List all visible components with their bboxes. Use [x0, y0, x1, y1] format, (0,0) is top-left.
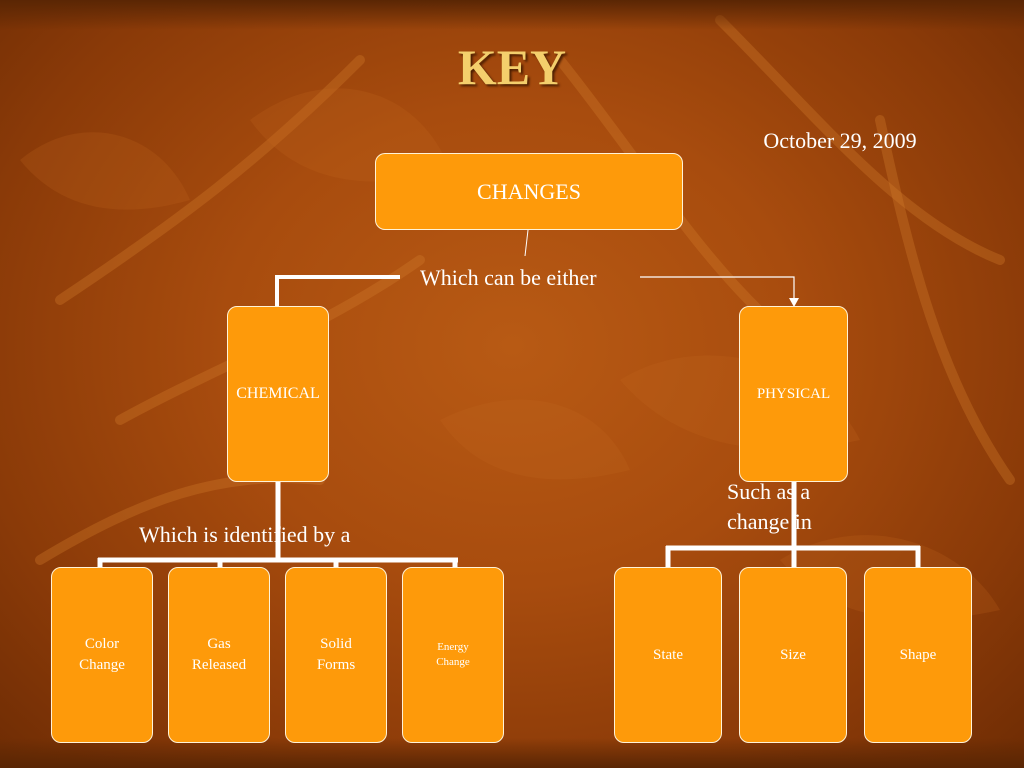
connector-label-chemical: Which is identified by a	[139, 522, 351, 547]
physical-item-label: Size	[780, 646, 806, 663]
physical-item-size: Size	[739, 567, 847, 743]
physical-node-label: PHYSICAL	[756, 385, 831, 402]
physical-item-label: Shape	[899, 646, 937, 663]
physical-item-state: State	[614, 567, 722, 743]
chemical-item-label: Gas Released	[191, 636, 247, 673]
chemical-item-label: Color Change	[79, 636, 125, 673]
slide-title: KEY	[457, 39, 567, 95]
root-node-label: CHANGES	[477, 178, 581, 204]
root-node: CHANGES	[375, 153, 683, 230]
slide-date: October 29, 2009	[763, 128, 917, 153]
chemical-node: CHEMICAL	[227, 306, 329, 482]
chemical-item-energy-change: Energy Change	[402, 567, 504, 743]
chemical-item-label: Solid Forms	[316, 636, 356, 673]
chemical-item-solid-forms: Solid Forms	[285, 567, 387, 743]
chemical-node-label: CHEMICAL	[236, 385, 320, 402]
physical-node: PHYSICAL	[739, 306, 848, 482]
chemical-item-gas-released: Gas Released	[168, 567, 270, 743]
bottom-shade	[0, 738, 1024, 768]
physical-item-label: State	[653, 646, 683, 663]
chemical-item-color-change: Color Change	[51, 567, 153, 743]
chemical-item-label: Energy Change	[436, 641, 470, 668]
connector-label-root: Which can be either	[420, 265, 597, 290]
top-shade	[0, 0, 1024, 30]
physical-item-shape: Shape	[864, 567, 972, 743]
connector-label-physical: Such as a change in	[727, 479, 812, 534]
